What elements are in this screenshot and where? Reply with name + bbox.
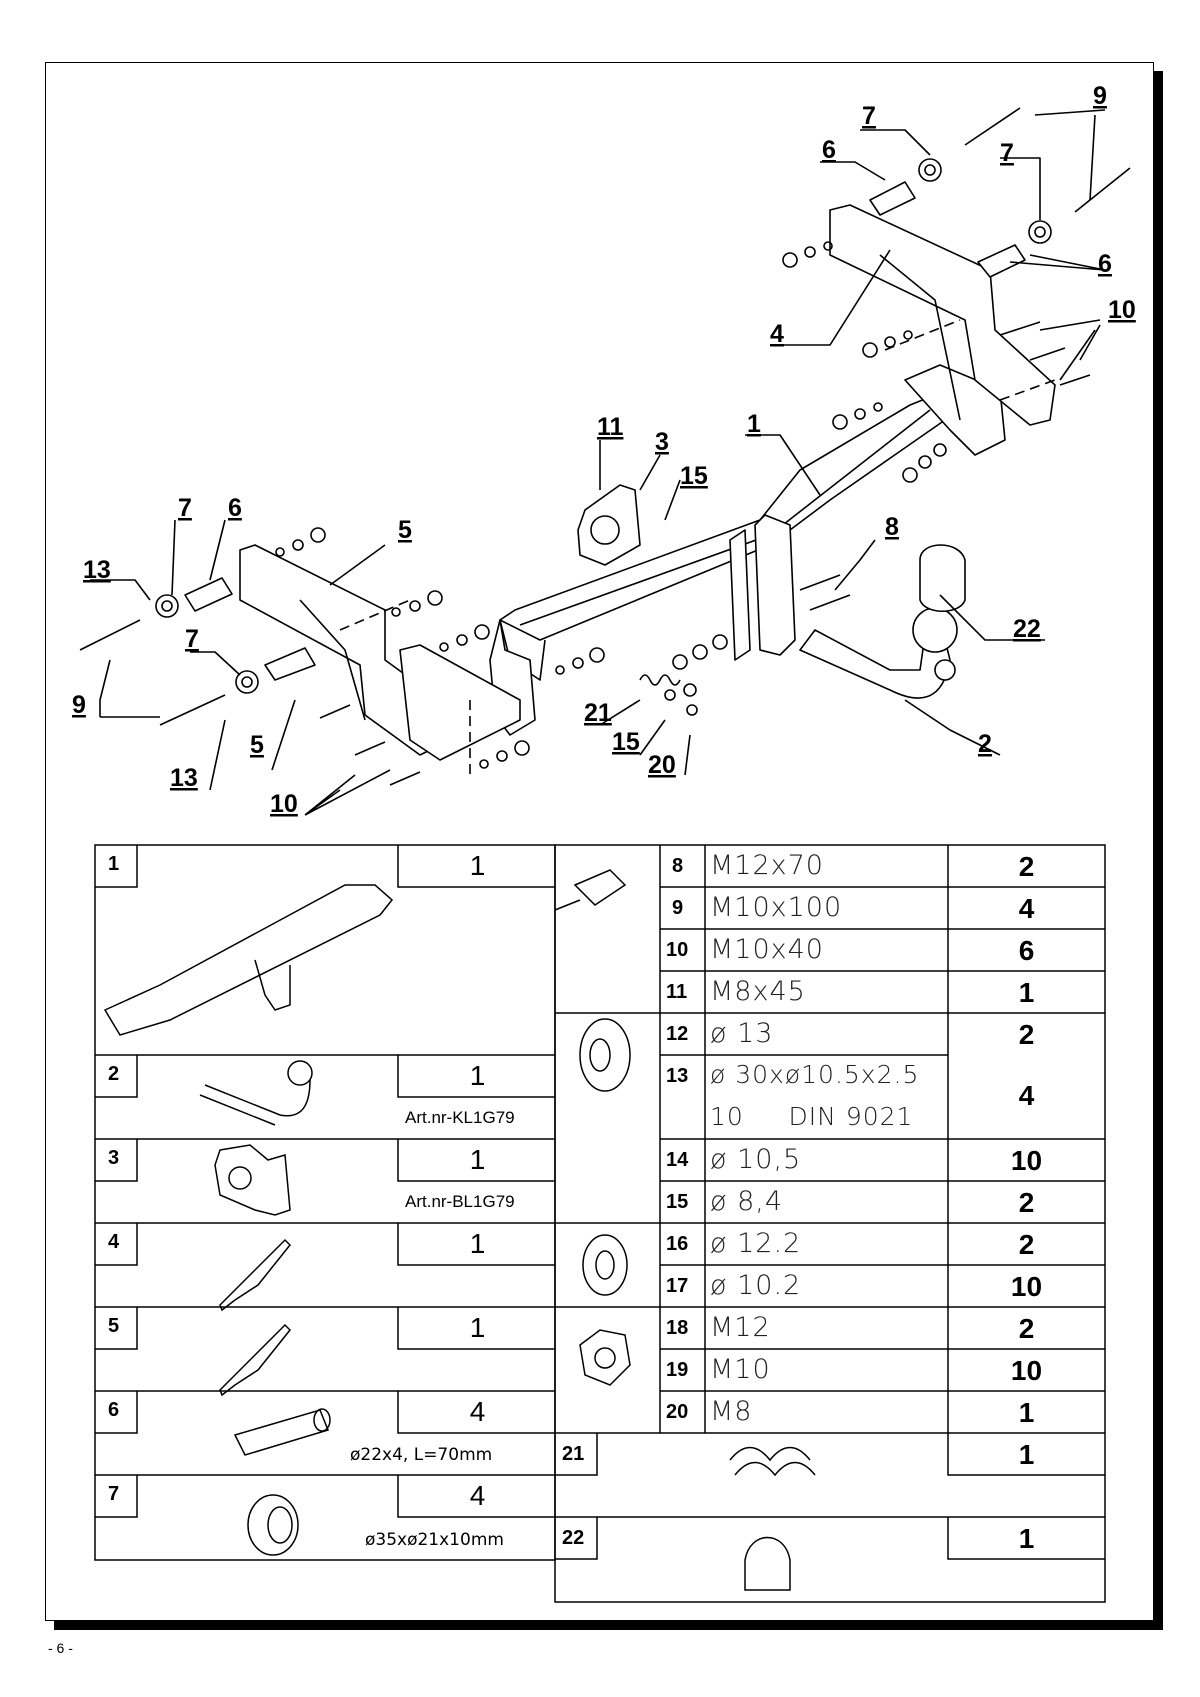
exploded-view-diagram: 9 7 6 7 6 10 4 1 11 3 15 7 6 5 13 8 22 7…	[72, 82, 1136, 818]
hardware-spec: M10x100	[710, 892, 843, 923]
hardware-number: 12	[666, 1023, 689, 1045]
hardware-quantity: 1	[1018, 977, 1035, 1008]
hardware-number: 20	[666, 1401, 689, 1423]
callout-label: 13	[170, 764, 198, 792]
hardware-quantity: 10	[1010, 1145, 1043, 1176]
hardware-quantity: 10	[1010, 1271, 1043, 1302]
callout-label: 10	[1108, 296, 1136, 324]
hardware-spec: ø 10.2	[710, 1270, 802, 1301]
hardware-spec: ø 12.2	[710, 1228, 802, 1259]
hardware-spec: M10	[710, 1354, 771, 1385]
callout-label: 6	[822, 136, 836, 164]
hardware-spec: M8	[710, 1396, 753, 1427]
callout-label: 20	[648, 751, 676, 779]
callout-label: 5	[250, 731, 264, 759]
callout-label: 7	[862, 102, 876, 130]
callout-label: 10	[270, 790, 298, 818]
hardware-spec: ø 10,5	[710, 1144, 802, 1175]
part-quantity: 1	[469, 1144, 486, 1175]
dimension-note: ø35xø21x10mm	[365, 1530, 504, 1550]
part-number: 7	[108, 1483, 120, 1505]
hardware-quantity: 2	[1018, 851, 1035, 882]
part-number: 2	[108, 1063, 120, 1085]
part-number: 4	[108, 1231, 120, 1253]
hardware-spec: ø 8,4	[710, 1186, 784, 1217]
part-quantity: 1	[469, 1228, 486, 1259]
callout-label: 7	[178, 494, 192, 522]
hardware-quantity: 2	[1018, 1313, 1035, 1344]
part-quantity: 1	[1018, 1439, 1035, 1470]
hardware-number: 8	[672, 855, 684, 877]
callout-label: 9	[1093, 82, 1107, 110]
callout-label: 8	[885, 513, 899, 541]
part-number: 5	[108, 1315, 120, 1337]
callout-label: 11	[597, 413, 624, 441]
page-number: - 6 -	[48, 1640, 73, 1656]
hardware-quantity: 4	[1018, 1080, 1035, 1111]
hardware-quantity: 10	[1010, 1355, 1043, 1386]
callout-label: 5	[398, 516, 412, 544]
hardware-number: 16	[666, 1233, 689, 1255]
hardware-number: 14	[666, 1149, 689, 1171]
hardware-spec: ø 13	[710, 1018, 774, 1049]
dimension-note: ø22x4, L=70mm	[350, 1445, 493, 1465]
hardware-quantity: 2	[1018, 1229, 1035, 1260]
hardware-number: 17	[666, 1275, 689, 1297]
hardware-number: 10	[666, 939, 689, 961]
callout-label: 13	[83, 556, 111, 584]
hardware-number: 18	[666, 1317, 689, 1339]
callout-label: 2	[978, 730, 992, 758]
hardware-number: 13	[666, 1065, 689, 1087]
article-number: Art.nr-KL1G79	[405, 1108, 515, 1127]
article-number: Art.nr-BL1G79	[405, 1192, 515, 1211]
hardware-quantity: 6	[1018, 935, 1035, 966]
callout-label: 4	[770, 320, 784, 348]
hardware-number: 19	[666, 1359, 689, 1381]
hardware-quantity: 2	[1018, 1019, 1035, 1050]
hardware-number: 15	[666, 1191, 689, 1213]
callout-label: 6	[228, 494, 242, 522]
hardware-quantity: 1	[1018, 1397, 1035, 1428]
callout-label: 7	[185, 625, 199, 653]
hardware-quantity: 2	[1018, 1187, 1035, 1218]
hardware-number: 9	[672, 897, 684, 919]
part-number: 6	[108, 1399, 120, 1421]
part-number: 21	[562, 1443, 585, 1465]
part-number: 1	[108, 853, 120, 875]
callout-label: 15	[612, 728, 640, 756]
callout-label: 3	[655, 428, 669, 456]
hardware-spec: M8x45	[710, 976, 806, 1007]
part-number: 3	[108, 1147, 120, 1169]
hardware-spec: M12	[710, 1312, 771, 1343]
callout-label: 22	[1013, 615, 1041, 643]
hardware-spec-standard: 10 DIN 9021	[710, 1102, 914, 1131]
hardware-quantity: 4	[1018, 893, 1035, 924]
part-quantity: 4	[469, 1480, 486, 1511]
callout-label: 15	[680, 462, 708, 490]
hardware-spec: ø 30xø10.5x2.5	[710, 1060, 920, 1089]
part-quantity: 1	[469, 850, 486, 881]
hardware-number: 11	[666, 981, 688, 1003]
callout-label: 21	[584, 699, 612, 727]
callout-label: 9	[72, 691, 86, 719]
callout-label: 1	[747, 410, 761, 438]
hardware-spec: M10x40	[710, 934, 824, 965]
part-quantity: 4	[469, 1396, 486, 1427]
callout-label: 7	[1000, 139, 1014, 167]
part-quantity: 1	[1018, 1523, 1035, 1554]
part-quantity: 1	[469, 1060, 486, 1091]
callout-label: 6	[1098, 250, 1112, 278]
part-number: 22	[562, 1527, 585, 1549]
hardware-spec: M12x70	[710, 850, 824, 881]
part-quantity: 1	[469, 1312, 486, 1343]
